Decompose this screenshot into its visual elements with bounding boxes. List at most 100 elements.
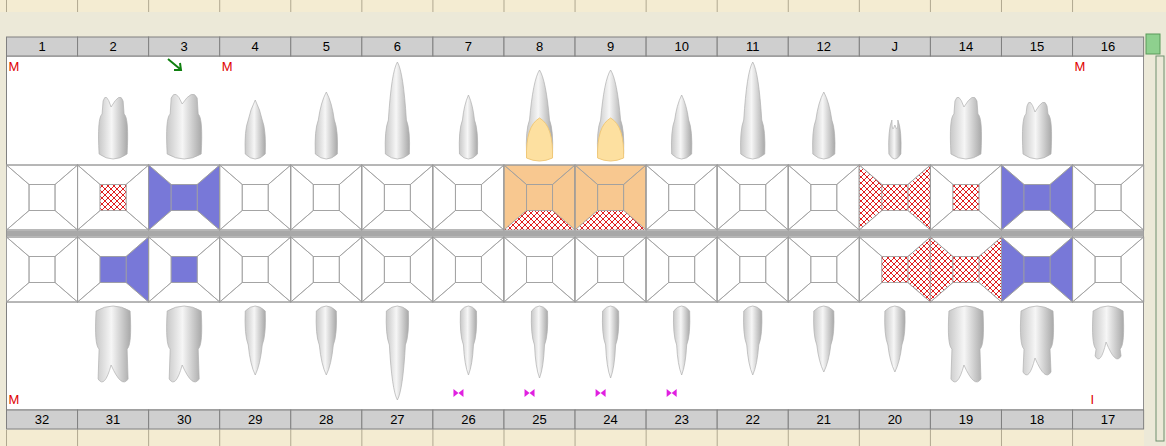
surface-box — [575, 165, 646, 230]
tooth-surface — [575, 237, 646, 257]
tooth-number: 19 — [930, 411, 1001, 428]
upper-tooth — [1022, 102, 1051, 159]
upper-tooth — [99, 97, 128, 159]
number-cell — [1001, 410, 1072, 429]
surface-box — [291, 237, 362, 302]
tooth-number: 9 — [575, 38, 646, 55]
number-cell — [291, 410, 362, 429]
surface-box — [859, 165, 930, 230]
tooth-number: 4 — [220, 38, 291, 55]
number-cell — [149, 410, 220, 429]
tooth-surface — [291, 283, 362, 303]
tooth-surface — [882, 185, 908, 211]
tooth-surface — [362, 165, 433, 185]
tooth-surface — [788, 211, 859, 231]
tooth-surface — [78, 211, 149, 231]
surface-box — [78, 237, 149, 302]
tooth-surface — [100, 257, 126, 283]
number-cell — [78, 37, 149, 56]
tooth-number: 29 — [220, 411, 291, 428]
tooth-surface — [527, 257, 553, 283]
tooth-surface — [78, 237, 149, 257]
tooth-surface — [384, 257, 410, 283]
tooth-number: 21 — [788, 411, 859, 428]
tooth-surface — [433, 283, 504, 303]
tooth-surface — [455, 257, 481, 283]
surface-box — [433, 165, 504, 230]
number-cell — [788, 37, 859, 56]
tooth-surface — [1073, 237, 1144, 257]
number-cell — [930, 410, 1001, 429]
number-cell — [1073, 410, 1144, 429]
number-cell — [362, 37, 433, 56]
surface-box — [78, 165, 149, 230]
bowtie-symbol — [453, 389, 463, 397]
strip-divider — [930, 0, 931, 12]
strip-divider — [77, 0, 78, 12]
bowtie-symbol — [525, 389, 535, 397]
upper-tooth — [889, 120, 901, 159]
strip-divider — [717, 0, 718, 12]
tooth-surface — [953, 185, 979, 211]
lower-tooth — [167, 306, 202, 382]
lower-tooth — [531, 306, 547, 378]
tooth-number: 5 — [291, 38, 362, 55]
tooth-surface — [220, 283, 291, 303]
tooth-number: 10 — [646, 38, 717, 55]
tooth-number: 18 — [1001, 411, 1072, 428]
upper-tooth — [813, 92, 835, 159]
number-cell — [362, 410, 433, 429]
strip-divider — [290, 430, 291, 446]
tooth-number: 14 — [930, 38, 1001, 55]
chart-panel — [7, 56, 1144, 410]
strip-divider — [219, 0, 220, 12]
surface-box — [717, 237, 788, 302]
surface-box — [930, 237, 1001, 302]
tooth-surface — [78, 283, 149, 303]
tooth-surface — [1001, 283, 1072, 303]
surface-box — [220, 165, 291, 230]
tooth-surface — [7, 237, 78, 257]
bottom-strip — [0, 430, 1166, 446]
strip-divider — [788, 430, 789, 446]
number-cell — [7, 37, 78, 56]
tooth-number: J — [859, 38, 930, 55]
lower-tooth — [245, 306, 265, 375]
tooth-surface — [149, 165, 220, 185]
strip-divider — [575, 0, 576, 12]
tooth-number: 31 — [78, 411, 149, 428]
tooth-surface — [433, 211, 504, 231]
number-cell — [78, 410, 149, 429]
tooth-surface — [29, 185, 55, 211]
tooth-number: 15 — [1001, 38, 1072, 55]
tooth-surface — [646, 211, 717, 231]
lower-tooth — [673, 306, 689, 375]
tooth-surface — [740, 185, 766, 211]
strip-divider — [148, 0, 149, 12]
tooth-surface — [1001, 237, 1072, 257]
tooth-surface — [717, 165, 788, 185]
crown-restoration — [526, 118, 552, 161]
lower-tooth — [885, 306, 905, 372]
tooth-surface — [788, 283, 859, 303]
strip-divider — [1072, 0, 1073, 12]
side-bar — [1144, 30, 1166, 446]
upper-tooth — [950, 97, 981, 159]
tooth-surface — [811, 257, 837, 283]
strip-divider — [575, 430, 576, 446]
lower-tooth — [1093, 306, 1124, 359]
arch-divider — [7, 231, 1144, 236]
tooth-number: 20 — [859, 411, 930, 428]
upper-tooth — [671, 95, 691, 159]
tooth-surface — [291, 237, 362, 257]
tooth-surface — [433, 237, 504, 257]
tooth-surface — [882, 257, 908, 283]
lower-tooth — [814, 306, 834, 372]
side-rail — [1156, 56, 1164, 441]
strip-divider — [290, 0, 291, 12]
number-cell — [1073, 37, 1144, 56]
tooth-surface — [149, 283, 220, 303]
strip-divider — [148, 430, 149, 446]
tooth-surface — [717, 237, 788, 257]
strip-divider — [859, 430, 860, 446]
